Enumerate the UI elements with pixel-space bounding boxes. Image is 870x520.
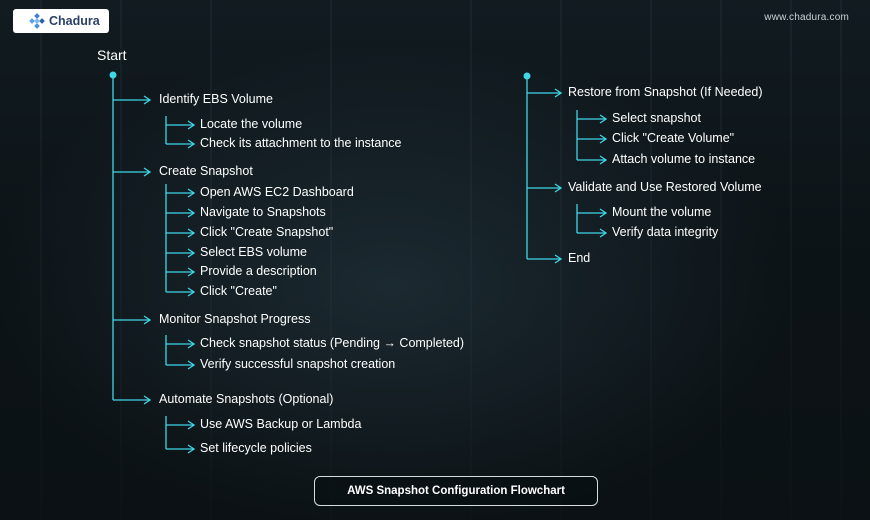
right-main-arrow-head [554, 183, 563, 193]
step-node: Monitor Snapshot Progress [159, 312, 311, 326]
flowchart-title: AWS Snapshot Configuration Flowchart [314, 476, 598, 506]
background-stripe [470, 0, 472, 520]
substep-node: Mount the volume [612, 205, 712, 219]
left-sub-arrow-head [187, 267, 196, 277]
right-sub-arrow-head [599, 114, 608, 124]
substep-node: Click "Create" [200, 284, 277, 298]
step-node: End [568, 251, 591, 265]
left-sub-arrow-head [187, 420, 196, 430]
substep-node: Verify data integrity [612, 225, 719, 239]
substep-node: Provide a description [200, 264, 317, 278]
brand-name: Chadura [49, 14, 100, 28]
left-main-arrow-head [143, 395, 152, 405]
brand-logo[interactable]: Chadura [13, 9, 109, 33]
background-stripe [210, 0, 212, 520]
step-node: Automate Snapshots (Optional) [159, 392, 334, 406]
right-sub-arrow-head [599, 208, 608, 218]
substep-node: Set lifecycle policies [200, 441, 312, 455]
left-sub-arrow-head [187, 139, 196, 149]
right-sub-arrow-head [599, 155, 608, 165]
right-main-arrow-head [554, 88, 563, 98]
substep-node: Check its attachment to the instance [200, 136, 402, 150]
substep-node: Locate the volume [200, 117, 303, 131]
step-node: Create Snapshot [159, 164, 253, 178]
background-stripe [720, 0, 722, 520]
substep-node: Verify successful snapshot creation [200, 357, 396, 371]
left-main-arrow-head [143, 95, 152, 105]
right-sub-arrow-head [599, 228, 608, 238]
left-sub-arrow-head [187, 120, 196, 130]
background-stripe [790, 0, 792, 520]
substep-node: Attach volume to instance [612, 152, 756, 166]
substep-node: Open AWS EC2 Dashboard [200, 185, 354, 199]
left-sub-arrow-head [187, 339, 196, 349]
left-sub-arrow-head [187, 444, 196, 454]
background-stripe [40, 0, 42, 520]
right-main-arrow-head [554, 254, 563, 264]
substep-node: Use AWS Backup or Lambda [200, 417, 362, 431]
substep-node: Select snapshot [612, 111, 701, 125]
substep-node: Navigate to Snapshots [200, 205, 326, 219]
start-node: Start [97, 47, 127, 63]
step-node: Identify EBS Volume [159, 92, 273, 106]
background-stripe [650, 0, 652, 520]
background-stripe [120, 0, 122, 520]
left-sub-arrow-head [187, 188, 196, 198]
left-main-arrow-head [143, 167, 152, 177]
step-node: Validate and Use Restored Volume [568, 180, 762, 194]
left-main-arrow-head [143, 315, 152, 325]
background-stripe [560, 0, 562, 520]
background-stripe [330, 0, 332, 520]
step-node: Restore from Snapshot (If Needed) [568, 85, 763, 99]
left-sub-arrow-head [187, 248, 196, 258]
left-sub-arrow-head [187, 360, 196, 370]
substep-node: Click "Create Snapshot" [200, 225, 334, 239]
left-sub-arrow-head [187, 228, 196, 238]
website-url[interactable]: www.chadura.com [764, 12, 849, 23]
chadura-logo-icon [29, 13, 45, 29]
substep-node: Click "Create Volume" [612, 131, 735, 145]
left-sub-arrow-head [187, 287, 196, 297]
right-sub-arrow-head [599, 134, 608, 144]
background-stripe [840, 0, 842, 520]
substep-node: Check snapshot status (Pending → Complet… [200, 336, 465, 350]
left-sub-arrow-head [187, 208, 196, 218]
substep-node: Select EBS volume [200, 245, 307, 259]
